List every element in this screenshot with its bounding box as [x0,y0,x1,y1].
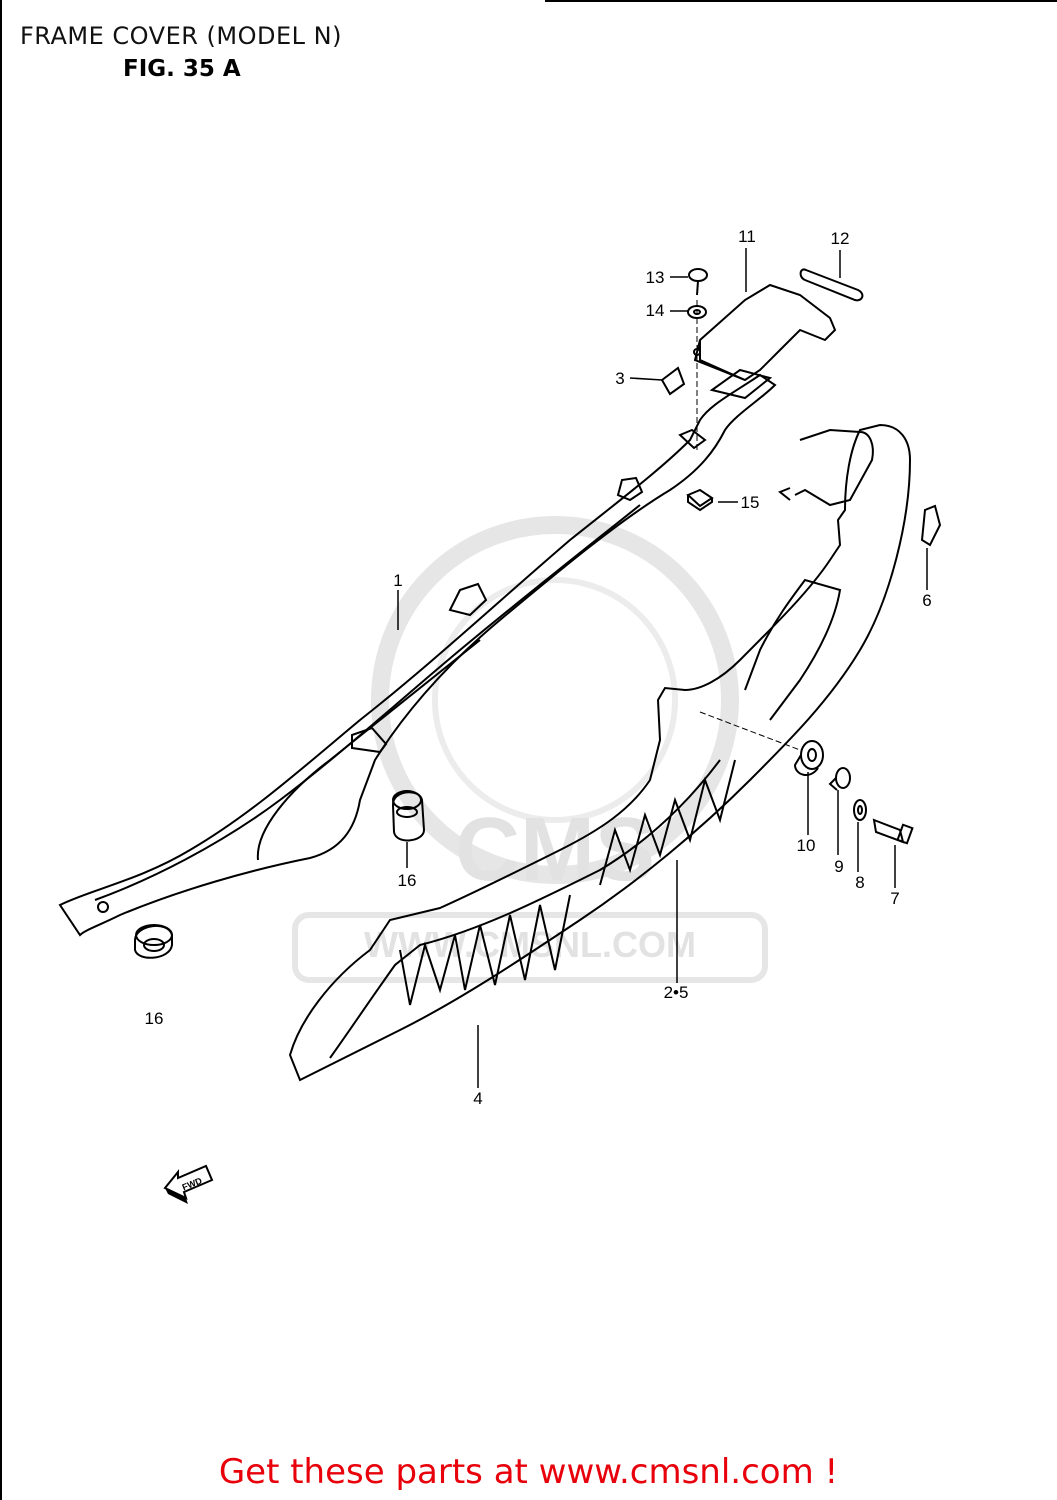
callout-15: 15 [741,493,760,512]
cushion-part-16a [391,790,426,842]
watermark-ring [371,516,739,884]
callout-16a: 16 [398,871,417,890]
emblem-part-12 [799,268,864,302]
top-edge-line [545,0,1057,2]
callout-11: 11 [738,227,756,246]
clip-part-6 [920,504,942,547]
frame-cover-part-1 [58,368,777,937]
bolt-part-7 [872,818,914,845]
callout-14: 14 [646,301,665,320]
callout-4: 4 [473,1089,482,1108]
callout-6: 6 [922,591,931,610]
nut-part-15 [686,488,714,512]
left-edge-line [0,0,2,1500]
watermark: CMS WWW.CMSNL.COM [292,516,768,983]
tail-cover-part-11 [693,283,837,382]
washer-part-8 [853,799,867,821]
callout-16b: 16 [145,1009,164,1028]
watermark-inner-ring [432,577,678,823]
page-title: FRAME COVER (MODEL N) [20,22,342,50]
clip-part-3 [660,366,686,396]
collar-part-9 [828,767,851,791]
callout-7: 7 [890,889,899,908]
fwd-arrow-icon: FWD [163,1164,214,1204]
frame-cover-part-4 [288,423,912,1082]
watermark-banner [292,912,768,983]
callout-12: 12 [831,229,850,248]
callout-9: 9 [834,857,843,876]
cushion-part-16b [134,924,173,959]
leader-lines [397,248,928,1088]
figure-label: FIG. 35 A [123,56,241,82]
grommet-part-10 [793,740,824,776]
watermark-logo: CMS [455,800,655,900]
callout-10: 10 [797,836,816,855]
callout-2-5: 2•5 [664,983,689,1002]
screw-part-13 [688,268,708,296]
callout-3: 3 [615,369,624,388]
callout-8: 8 [855,873,864,892]
callout-1: 1 [393,571,402,590]
get-parts-link[interactable]: Get these parts at www.cmsnl.com ! [218,1452,839,1492]
callout-13: 13 [646,268,665,287]
